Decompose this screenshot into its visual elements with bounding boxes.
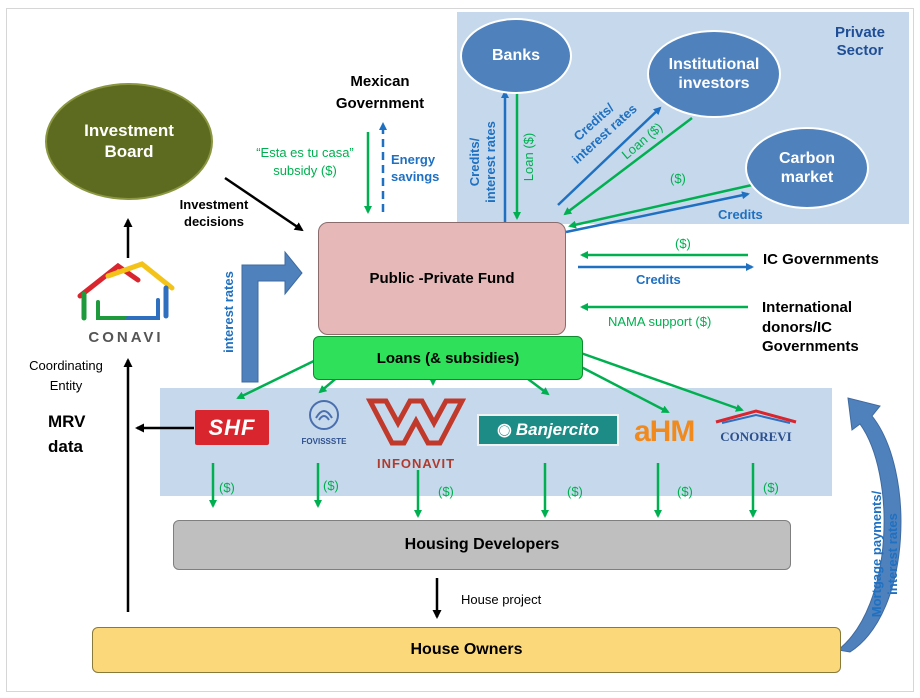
carbon-market-node: Carbon market: [745, 127, 869, 209]
mortgage-payments-label: Mortgage payments/ interest rates: [869, 490, 901, 618]
investment-board-node: Investment Board: [45, 83, 213, 200]
fovissste-logo: FOVISSSTE: [298, 398, 350, 456]
dev-dollar-label: ($): [323, 478, 339, 493]
carbon-credits-arrow: [565, 191, 750, 234]
investors-credits-arrow: [557, 106, 662, 206]
ic-credits-label: Credits: [636, 272, 681, 287]
investment-board-label: Investment Board: [84, 121, 174, 161]
ic-governments-label: IC Governments: [763, 251, 879, 268]
carbon-credits-label: Credits: [718, 207, 763, 222]
dev-dollar-label: ($): [677, 484, 693, 499]
coordinating-entity-label: Coordinating Entity: [29, 358, 103, 393]
investment-decisions-label: Investment decisions: [179, 197, 249, 229]
public-private-fund-node: Public -Private Fund: [318, 222, 566, 335]
public-private-fund-label: Public -Private Fund: [369, 270, 515, 287]
shf-logo: SHF: [195, 410, 269, 445]
subsidy-label: “Esta es tu casa” subsidy ($): [256, 145, 354, 178]
housing-developers-node: Housing Developers: [173, 520, 791, 570]
institutional-investors-node: Institutional investors: [647, 30, 781, 118]
institutional-investors-label: Institutional investors: [668, 55, 760, 92]
interest-rates-arrow: [241, 250, 303, 383]
conavi-logo: CONAVI: [68, 258, 184, 348]
carbon-market-label: Carbon market: [779, 149, 835, 186]
mrv-data-label: MRV data: [48, 412, 86, 456]
ahm-label: aHM: [634, 415, 695, 448]
infonavit-label: INFONAVIT: [376, 456, 456, 471]
private-sector-label: Private Sector: [834, 24, 886, 59]
energy-savings-label: Energy savings: [391, 152, 440, 184]
loans-subsidies-label: Loans (& subsidies): [376, 349, 520, 367]
housing-developers-label: Housing Developers: [404, 536, 560, 553]
house-owners-node: House Owners: [92, 627, 841, 673]
conorevi-label: CONOREVI: [720, 429, 792, 444]
house-owners-label: House Owners: [410, 641, 523, 658]
ic-dollar-label: ($): [675, 236, 691, 251]
conorevi-roof-icon: [715, 409, 797, 424]
nama-support-label: NAMA support ($): [608, 314, 712, 329]
house-project-label: House project: [461, 592, 542, 607]
banks-label: Banks: [491, 47, 541, 65]
shf-label: SHF: [208, 414, 256, 440]
mortgage-payments-arrow: [836, 397, 902, 653]
ahm-logo: aHM: [634, 414, 695, 450]
loans-subsidies-node: Loans (& subsidies): [313, 336, 583, 380]
fovissste-emblem-icon: [309, 400, 339, 430]
loan-banks-label: Loan ($): [521, 132, 536, 182]
international-donors-label: International donors/IC Governments: [762, 299, 859, 355]
dev-dollar-label: ($): [567, 484, 583, 499]
carbon-dollar-arrow: [568, 183, 753, 229]
conavi-label: CONAVI: [88, 329, 164, 346]
interest-rates-label: interest rates: [221, 271, 236, 353]
investors-loan-arrow: [563, 117, 693, 216]
banjercito-icon: ◉: [497, 420, 512, 439]
mexican-government-label: Mexican Government: [335, 73, 425, 112]
banjercito-label: Banjercito: [515, 420, 599, 439]
investment-decisions-arrow: [224, 176, 304, 232]
credits-interest-banks-label: Credits/ interest rates: [467, 121, 499, 203]
infonavit-logo: INFONAVIT: [365, 393, 467, 471]
conorevi-logo: CONOREVI: [708, 408, 804, 452]
dev-dollar-label: ($): [219, 480, 235, 495]
conavi-house-icon: [77, 261, 175, 321]
dev-dollar-label: ($): [763, 480, 779, 495]
dev-dollar-label: ($): [438, 484, 454, 499]
banks-node: Banks: [460, 18, 572, 94]
banjercito-logo: ◉ Banjercito: [477, 414, 619, 446]
infonavit-emblem-icon: [365, 398, 467, 446]
fovissste-label: FOVISSSTE: [301, 437, 347, 446]
carbon-dollar-label: ($): [670, 171, 686, 186]
